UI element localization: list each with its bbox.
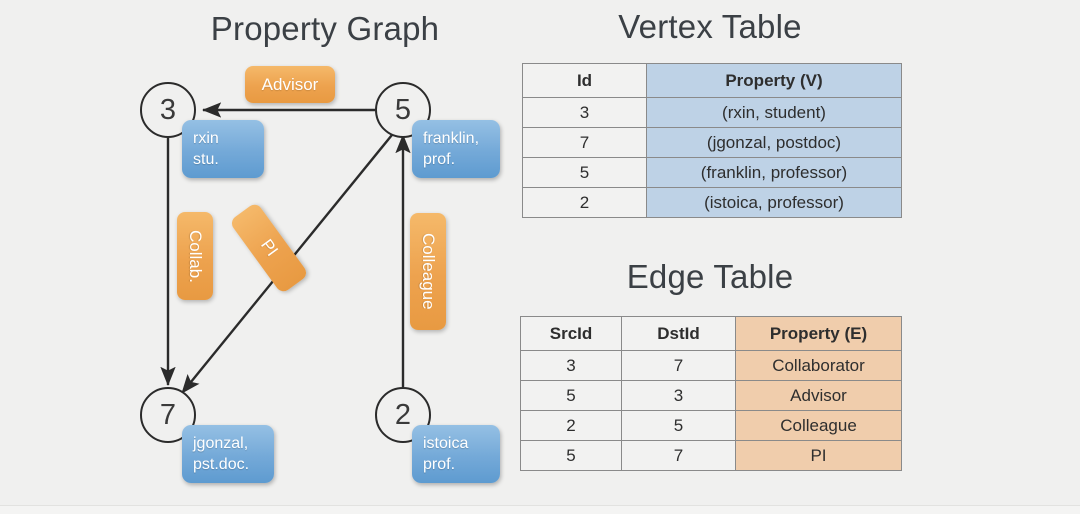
property-graph-diagram: 3 5 7 2 rxin stu. franklin, prof. jgonza… — [110, 55, 510, 500]
edge-label-colleague: Colleague — [410, 213, 446, 330]
edge-header-srcid: SrcId — [520, 316, 622, 351]
vertex-property-line: rxin — [193, 130, 219, 147]
vertex-cell-id: 3 — [522, 97, 647, 128]
edge-cell-property: Advisor — [735, 380, 902, 411]
vertex-property-line: franklin, — [423, 130, 480, 147]
vertex-header-id: Id — [522, 63, 647, 98]
vertex-property-line: stu. — [193, 151, 219, 168]
vertex-property-box-3: rxin stu. — [182, 120, 264, 178]
vertex-property-box-2: istoica prof. — [412, 425, 500, 483]
vertex-cell-id: 7 — [522, 127, 647, 158]
vertex-header-property: Property (V) — [646, 63, 902, 98]
table-row[interactable]: 2 (istoica, professor) — [522, 187, 902, 218]
table-row[interactable]: 5 7 PI — [520, 440, 902, 471]
vertex-property-box-5: franklin, prof. — [412, 120, 500, 178]
vertex-cell-property: (franklin, professor) — [646, 157, 902, 188]
edge-label-advisor: Advisor — [245, 66, 335, 103]
edge-cell-property: Collaborator — [735, 350, 902, 381]
vertex-cell-property: (istoica, professor) — [646, 187, 902, 218]
slide-bottom-strip — [0, 506, 1080, 514]
table-header-row: SrcId DstId Property (E) — [520, 316, 902, 351]
edge-table: SrcId DstId Property (E) 3 7 Collaborato… — [520, 316, 902, 471]
edge-cell-srcid: 5 — [520, 440, 622, 471]
edge-header-dstid: DstId — [621, 316, 736, 351]
vertex-cell-id: 5 — [522, 157, 647, 188]
vertex-property-line: prof. — [423, 151, 456, 168]
table-row[interactable]: 2 5 Colleague — [520, 410, 902, 441]
edge-cell-dstid: 7 — [621, 350, 736, 381]
edge-cell-property: Colleague — [735, 410, 902, 441]
table-row[interactable]: 3 7 Collaborator — [520, 350, 902, 381]
vertex-property-line: jgonzal, — [193, 435, 249, 452]
vertex-cell-property: (jgonzal, postdoc) — [646, 127, 902, 158]
edge-cell-dstid: 3 — [621, 380, 736, 411]
edge-cell-property: PI — [735, 440, 902, 471]
table-header-row: Id Property (V) — [522, 63, 902, 98]
property-graph-title: Property Graph — [210, 10, 440, 47]
table-row[interactable]: 7 (jgonzal, postdoc) — [522, 127, 902, 158]
vertex-property-box-7: jgonzal, pst.doc. — [182, 425, 274, 483]
vertex-property-line: pst.doc. — [193, 456, 250, 473]
edge-label-collaborator: Collab. — [177, 212, 213, 300]
vertex-table-title: Vertex Table — [618, 8, 802, 45]
edge-header-property: Property (E) — [735, 316, 902, 351]
graph-node-3[interactable]: 3 — [140, 82, 196, 138]
edge-table-title: Edge Table — [626, 258, 794, 295]
edge-cell-srcid: 5 — [520, 380, 622, 411]
table-row[interactable]: 5 3 Advisor — [520, 380, 902, 411]
slide-divider — [0, 505, 1080, 506]
edge-cell-dstid: 7 — [621, 440, 736, 471]
vertex-cell-id: 2 — [522, 187, 647, 218]
table-row[interactable]: 5 (franklin, professor) — [522, 157, 902, 188]
vertex-table: Id Property (V) 3 (rxin, student) 7 (jgo… — [522, 63, 902, 218]
edge-cell-srcid: 3 — [520, 350, 622, 381]
vertex-property-line: istoica — [423, 435, 469, 452]
table-row[interactable]: 3 (rxin, student) — [522, 97, 902, 128]
edge-cell-dstid: 5 — [621, 410, 736, 441]
vertex-cell-property: (rxin, student) — [646, 97, 902, 128]
edge-cell-srcid: 2 — [520, 410, 622, 441]
vertex-property-line: prof. — [423, 456, 456, 473]
